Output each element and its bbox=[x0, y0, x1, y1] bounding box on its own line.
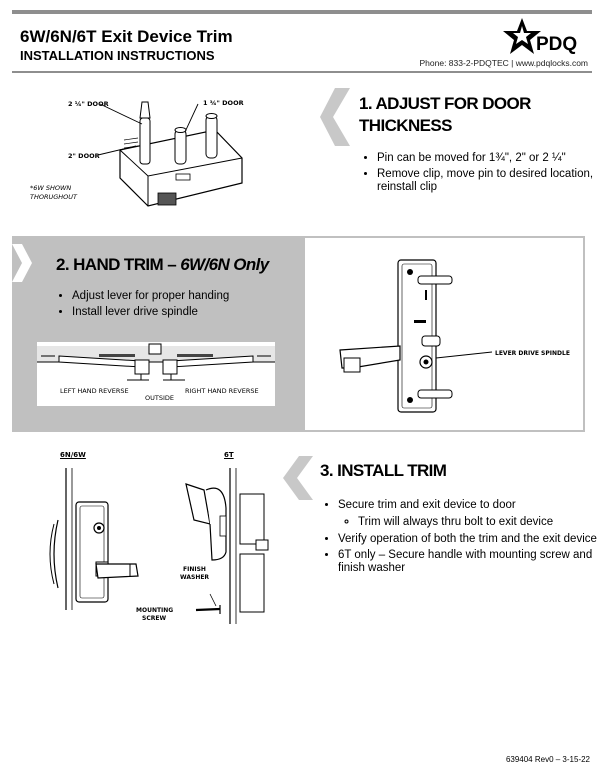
spindle-diagram bbox=[339, 259, 493, 413]
step2-title-em: 6W/6N Only bbox=[180, 255, 269, 274]
label-6n6w: 6N/6W bbox=[60, 451, 86, 459]
contact-info: Phone: 833-2-PDQTEC | www.pdqlocks.com bbox=[419, 58, 589, 68]
pdq-logo: PDQ bbox=[503, 18, 577, 55]
step3-chevron-icon bbox=[283, 456, 313, 500]
label-screw: SCREW bbox=[142, 615, 167, 622]
label-outside: OUTSIDE bbox=[145, 394, 174, 402]
label-door-2-25: 2 ¼" DOOR bbox=[68, 100, 109, 108]
step3-bullets: Secure trim and exit device to door Trim… bbox=[318, 499, 604, 578]
step1-title-line1: 1. ADJUST FOR DOOR bbox=[359, 94, 531, 113]
step3-sub-bullets: Trim will always thru bolt to exit devic… bbox=[338, 516, 604, 530]
step2-illustration-panel bbox=[303, 236, 585, 432]
label-shown: *6W SHOWN bbox=[30, 184, 72, 192]
list-item: Remove clip, move pin to desired locatio… bbox=[377, 168, 604, 195]
list-item: Trim will always thru bolt to exit devic… bbox=[358, 516, 604, 530]
list-item: Pin can be moved for 1¾", 2" or 2 ¼" bbox=[377, 152, 604, 166]
header-rule bbox=[12, 71, 592, 73]
document-id: 639404 Rev0 – 3-15-22 bbox=[505, 755, 590, 764]
document-subtitle: INSTALLATION INSTRUCTIONS bbox=[20, 48, 215, 63]
door-thickness-diagram bbox=[97, 101, 243, 207]
step2-chevron-icon bbox=[12, 244, 32, 282]
step1-title-line2: THICKNESS bbox=[359, 116, 452, 135]
label-washer: WASHER bbox=[180, 574, 210, 581]
step1-bullets: Pin can be moved for 1¾", 2" or 2 ¼" Rem… bbox=[357, 152, 604, 197]
label-6t: 6T bbox=[224, 451, 234, 459]
label-mounting: MOUNTING bbox=[136, 607, 174, 614]
step2-bullets: Adjust lever for proper handing Install … bbox=[52, 290, 312, 321]
label-finish: FINISH bbox=[183, 566, 206, 573]
step2-title-main: 2. HAND TRIM – bbox=[56, 255, 181, 274]
label-throughout: THORUGHOUT bbox=[30, 193, 78, 201]
label-door-1-75: 1 ¾" DOOR bbox=[203, 99, 244, 107]
label-spindle: LEVER DRIVE SPINDLE bbox=[495, 350, 570, 357]
label-right-hand: RIGHT HAND REVERSE bbox=[185, 387, 259, 395]
step2-title: 2. HAND TRIM – 6W/6N Only bbox=[56, 254, 269, 276]
document-title: 6W/6N/6T Exit Device Trim bbox=[20, 27, 233, 46]
step3-title: 3. INSTALL TRIM bbox=[320, 461, 447, 480]
top-rule bbox=[12, 10, 592, 14]
label-door-2: 2" DOOR bbox=[68, 152, 100, 160]
list-item: Verify operation of both the trim and th… bbox=[338, 533, 604, 547]
trim-6t-diagram bbox=[185, 468, 269, 624]
list-item: Secure trim and exit device to door Trim… bbox=[338, 499, 604, 529]
list-item: 6T only – Secure handle with mounting sc… bbox=[338, 549, 604, 576]
list-item: Adjust lever for proper handing bbox=[72, 290, 312, 304]
handing-diagram bbox=[37, 343, 275, 381]
logo-text: PDQ bbox=[536, 34, 577, 55]
trim-6n6w-diagram bbox=[49, 468, 139, 610]
label-left-hand: LEFT HAND REVERSE bbox=[60, 387, 129, 395]
list-item: Install lever drive spindle bbox=[72, 306, 312, 320]
step1-chevron-icon bbox=[320, 88, 350, 146]
